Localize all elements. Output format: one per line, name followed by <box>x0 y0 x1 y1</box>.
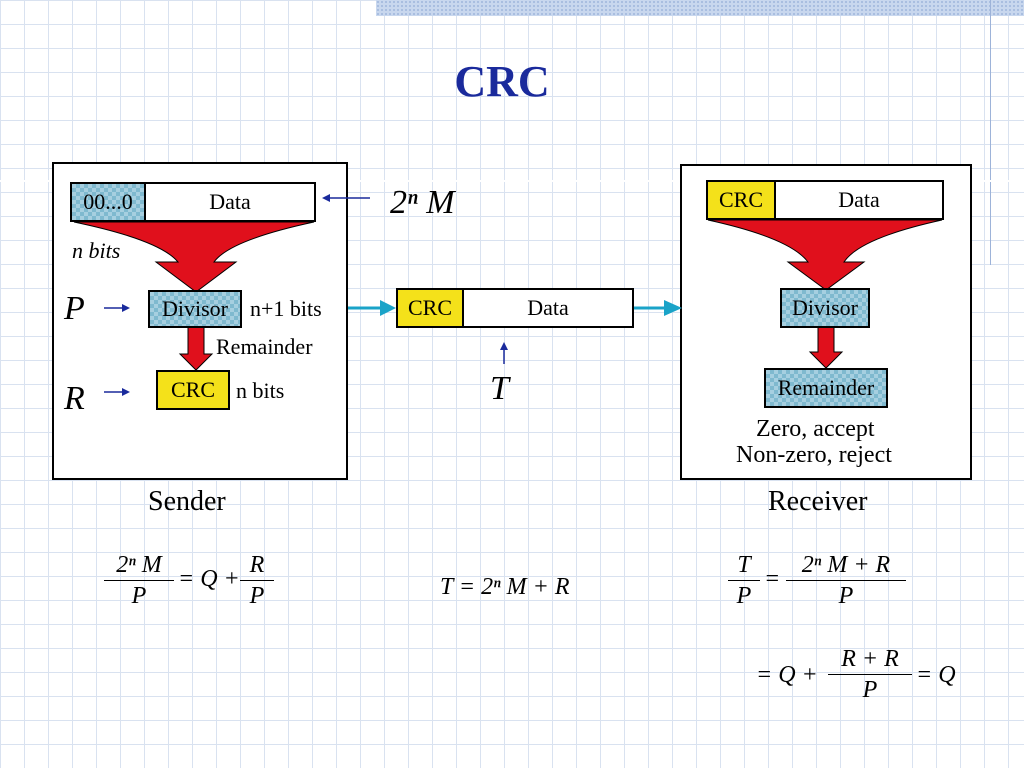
eq4-right: = Q <box>916 662 956 688</box>
label-T: T <box>490 370 509 407</box>
eq3-fraction-left: T P <box>728 550 760 611</box>
arrow-P <box>122 304 130 312</box>
divider-bar <box>0 180 1024 182</box>
sender-divisor-cell: Divisor <box>148 290 242 328</box>
sender-zeros-cell: 00...0 <box>70 182 146 222</box>
label-P: P <box>64 290 85 327</box>
receiver-remainder-cell: Remainder <box>764 368 888 408</box>
receiver-divisor-cell: Divisor <box>780 288 870 328</box>
sender-caption: Sender <box>148 486 226 517</box>
label-2nM: 2ⁿ M <box>390 184 455 221</box>
sender-n-bits2-label: n bits <box>236 378 285 403</box>
sender-n-bits-label: n bits <box>72 238 121 263</box>
eq1-fraction-left: 2ⁿ M P <box>104 550 174 611</box>
eq1-fraction-right: R P <box>240 550 274 611</box>
receiver-small-arrow <box>808 325 844 369</box>
eq1-middle: = Q + <box>178 566 240 592</box>
right-decor-line <box>990 0 991 265</box>
receiver-caption: Receiver <box>768 486 868 517</box>
top-decor-bar <box>376 0 1024 16</box>
sender-crc-cell: CRC <box>156 370 230 410</box>
teal-arrow-right <box>664 300 682 316</box>
transmit-data-cell: Data <box>462 288 634 328</box>
sender-n1-bits-label: n+1 bits <box>250 296 322 321</box>
eq3-equals: = <box>764 566 781 592</box>
receiver-data-cell: Data <box>774 180 944 220</box>
sender-small-arrow <box>178 325 214 371</box>
sender-remainder-label: Remainder <box>216 334 313 359</box>
sender-funnel-arrow <box>73 221 315 293</box>
arrow-T <box>500 342 508 350</box>
arrow-R <box>122 388 130 396</box>
label-R: R <box>64 380 85 417</box>
sender-data-cell: Data <box>144 182 316 222</box>
receiver-crc-cell: CRC <box>706 180 776 220</box>
eq3-fraction-right: 2ⁿ M + R P <box>786 550 906 611</box>
slide-title: CRC <box>454 57 550 106</box>
arrow-2nM <box>322 194 330 202</box>
receiver-zero-accept: Zero, accept <box>756 416 875 442</box>
eq4-left: = Q + <box>756 662 818 688</box>
teal-arrow-left <box>380 300 396 316</box>
transmit-crc-cell: CRC <box>396 288 464 328</box>
receiver-funnel-arrow <box>707 219 943 291</box>
eq4-fraction: R + R P <box>828 644 912 705</box>
eq2: T = 2ⁿ M + R <box>440 574 570 600</box>
receiver-nonzero-reject: Non-zero, reject <box>736 442 892 468</box>
